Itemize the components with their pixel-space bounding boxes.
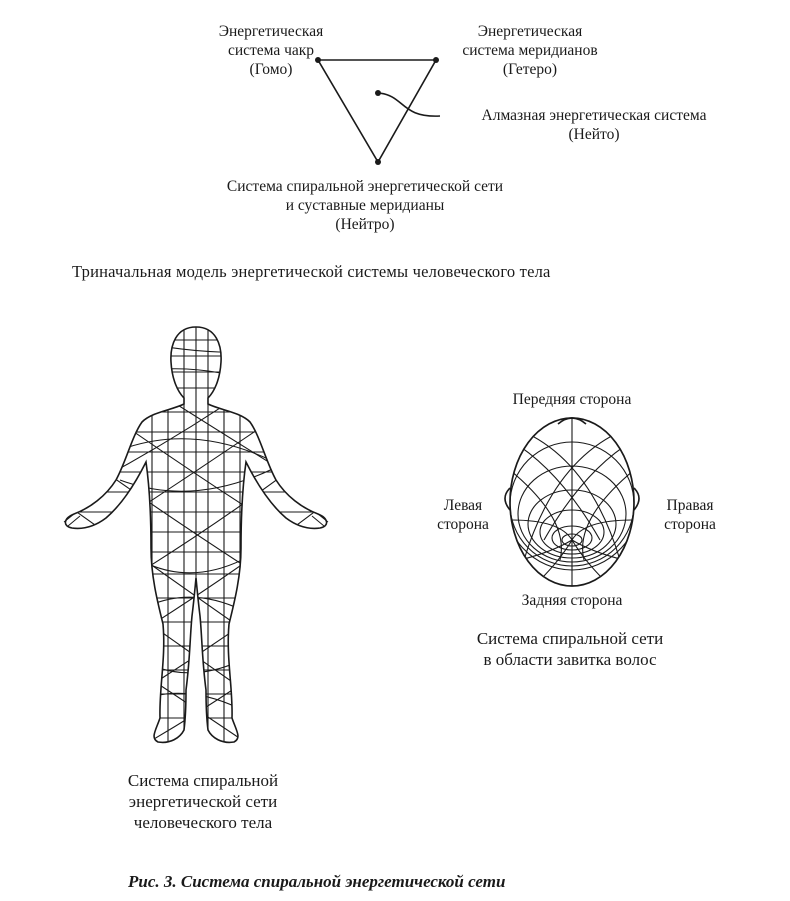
center-leader-line (377, 92, 441, 117)
finger-lines (63, 513, 329, 527)
head-outline (509, 417, 635, 587)
head-front-label: Передняя сторона (512, 391, 632, 408)
head-left-label: Левая сторона (437, 497, 489, 533)
head-back-label: Задняя сторона (521, 592, 623, 609)
triangle-heading: Триначальная модель энергетической систе… (72, 262, 551, 281)
left-ear (504, 487, 511, 511)
vertex-homo-dot (315, 57, 321, 63)
vertex-hetero-dot (433, 57, 439, 63)
vertex-neitro-dot (375, 159, 381, 165)
head-right-label: Правая сторона (664, 497, 716, 533)
right-ear (633, 487, 640, 511)
center-neito-dot (375, 90, 381, 96)
label-chakra-system: Энергетическая система чакр (Гомо) (218, 23, 324, 78)
label-meridian-system: Энергетическая система меридианов (Гетер… (462, 23, 598, 78)
triangle-shape (316, 59, 438, 164)
head-figure-caption: Система спиральной сети в области завитк… (476, 629, 664, 669)
head-spiral-lines (510, 418, 634, 586)
body-figure-caption: Система спиральной энергетической сети ч… (127, 771, 279, 832)
figure-caption: Рис. 3. Система спиральной энергетическо… (128, 872, 506, 891)
label-spiral-network-system: Система спиральной энергетической сети и… (226, 178, 504, 233)
label-diamond-system: Алмазная энергетическая система (Нейто) (481, 107, 707, 143)
